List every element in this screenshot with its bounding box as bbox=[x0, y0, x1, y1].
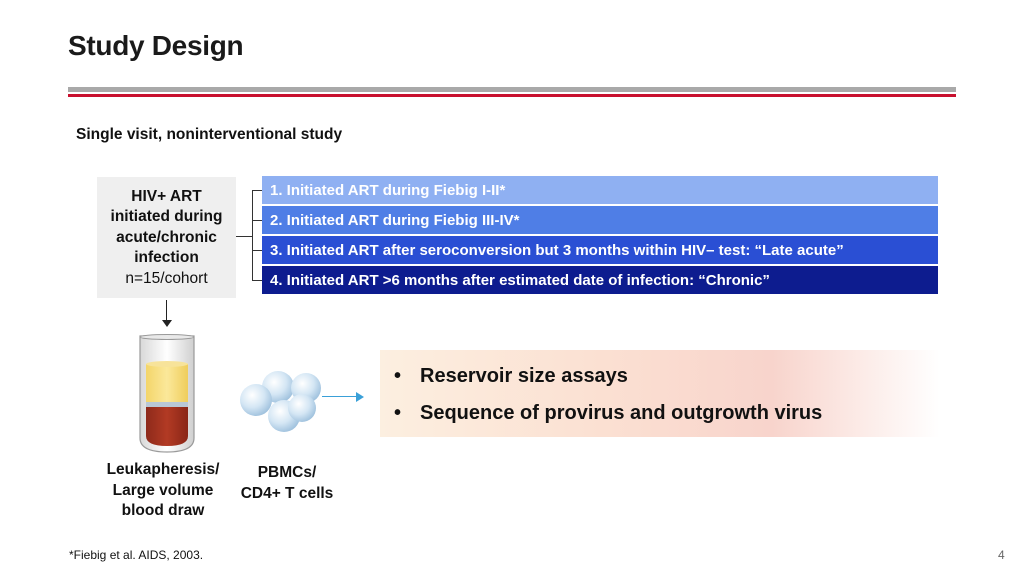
cohort-3-bar: 3. Initiated ART after seroconversion bu… bbox=[262, 236, 938, 264]
blood-tube-icon bbox=[139, 334, 195, 453]
slide-title: Study Design bbox=[68, 30, 244, 61]
page-number: 4 bbox=[998, 548, 1005, 562]
assay-label: Sequence of provirus and outgrowth virus bbox=[420, 402, 823, 424]
bracket-tick bbox=[252, 250, 262, 251]
cohort-1-bar: 1. Initiated ART during Fiebig I-II* bbox=[262, 176, 938, 204]
cohort-4-bar: 4. Initiated ART >6 months after estimat… bbox=[262, 266, 938, 294]
cohort-2-label: 2. Initiated ART during Fiebig III-IV* bbox=[270, 211, 520, 229]
blue-arrow-shaft bbox=[322, 396, 358, 397]
title-divider-red bbox=[68, 94, 956, 97]
hiv-population-box: HIV+ ART initiated during acute/chronic … bbox=[97, 177, 236, 298]
assay-item: • Sequence of provirus and outgrowth viru… bbox=[394, 402, 822, 425]
bracket-connector bbox=[236, 236, 252, 237]
assay-item: • Reservoir size assays bbox=[394, 365, 628, 388]
down-arrow-shaft bbox=[166, 300, 167, 322]
caption-line: CD4+ T cells bbox=[240, 484, 334, 502]
hiv-box-line: HIV+ ART bbox=[131, 187, 202, 205]
bracket-tick bbox=[252, 190, 262, 191]
cohort-bracket bbox=[252, 190, 263, 281]
assay-label: Reservoir size assays bbox=[420, 365, 628, 387]
bracket-tick bbox=[252, 280, 262, 281]
footnote: *Fiebig et al. AIDS, 2003. bbox=[69, 548, 204, 562]
assays-panel bbox=[380, 350, 940, 437]
right-arrow-icon bbox=[356, 392, 364, 402]
cohort-2-bar: 2. Initiated ART during Fiebig III-IV* bbox=[262, 206, 938, 234]
cohort-1-label: 1. Initiated ART during Fiebig I-II* bbox=[270, 181, 506, 199]
caption-line: Leukapheresis/ bbox=[106, 461, 220, 478]
cohort-3-label: 3. Initiated ART after seroconversion bu… bbox=[270, 241, 844, 259]
down-arrow-icon bbox=[162, 320, 172, 327]
cohort-4-label: 4. Initiated ART >6 months after estimat… bbox=[270, 271, 770, 289]
bullet-icon: • bbox=[394, 365, 402, 387]
caption-line: PBMCs/ bbox=[257, 464, 317, 481]
leukapheresis-caption: Leukapheresis/ Large volume blood draw bbox=[96, 460, 230, 522]
caption-line: blood draw bbox=[121, 502, 205, 519]
title-divider-grey bbox=[68, 87, 956, 92]
bullet-icon: • bbox=[394, 402, 402, 424]
cohort-size: n=15/cohort bbox=[125, 269, 208, 287]
hiv-box-line: infection bbox=[134, 249, 199, 266]
cell-cluster-icon bbox=[240, 371, 321, 432]
hiv-box-line: acute/chronic bbox=[116, 228, 217, 246]
pbmc-caption: PBMCs/ CD4+ T cells bbox=[232, 463, 342, 504]
bracket-tick bbox=[252, 220, 262, 221]
hiv-box-line: initiated during bbox=[110, 208, 223, 225]
caption-line: Large volume bbox=[112, 481, 214, 499]
study-subtitle: Single visit, noninterventional study bbox=[76, 126, 343, 143]
